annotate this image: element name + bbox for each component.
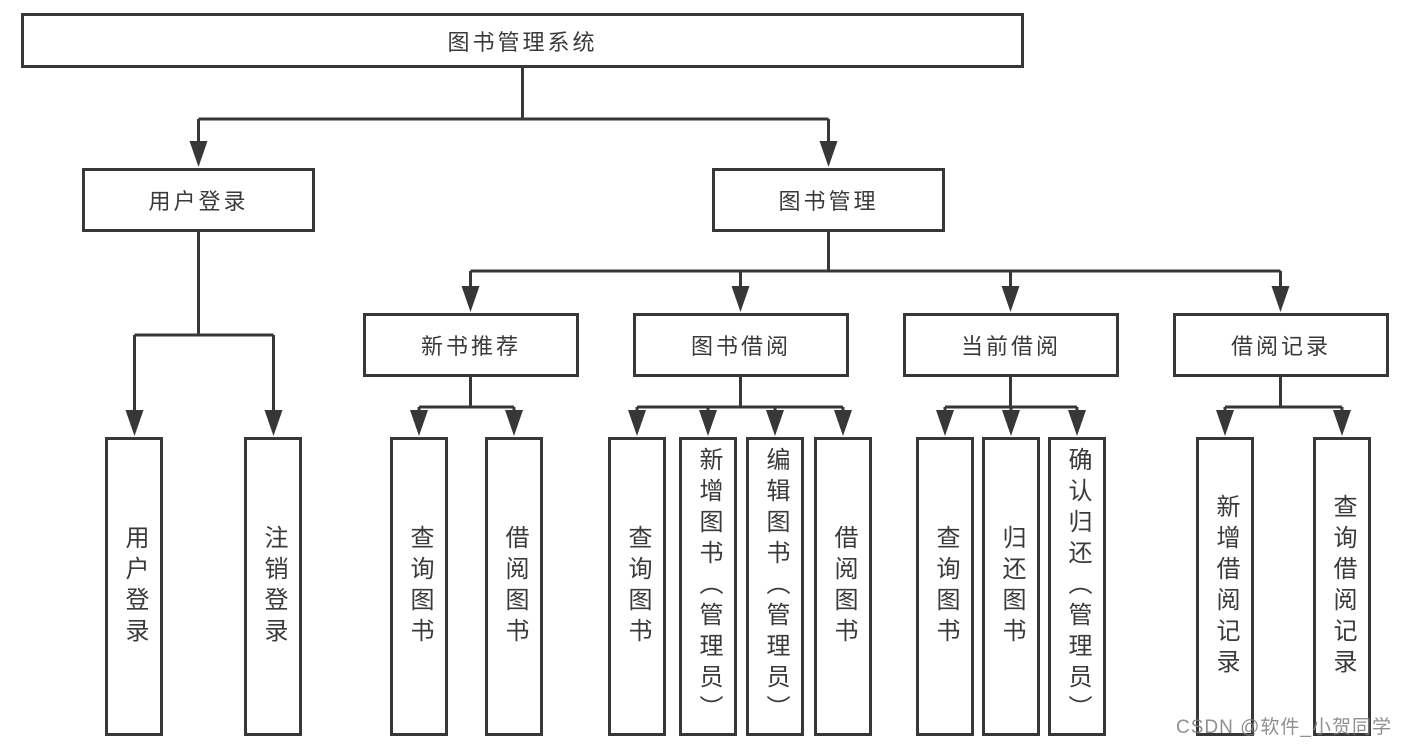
leaf-label: 注销登录 [260, 524, 287, 649]
leaf-borrow-books-newbook: 借阅图书 [485, 437, 543, 736]
leaf-label: 新增借阅记录 [1212, 493, 1239, 680]
leaf-add-books-admin: 新增图书（管理员） [679, 437, 737, 736]
leaf-label: 查询图书 [406, 524, 433, 649]
node-label: 用户登录 [148, 189, 249, 214]
node-new-book-recommend: 新书推荐 [363, 313, 579, 377]
node-label: 图书管理系统 [447, 29, 598, 55]
leaf-borrow-books: 借阅图书 [814, 437, 872, 736]
node-book-management: 图书管理 [712, 168, 945, 232]
node-book-borrow: 图书借阅 [633, 313, 849, 377]
leaf-query-books-current: 查询图书 [916, 437, 974, 736]
leaf-label: 借阅图书 [830, 524, 857, 649]
node-borrow-records: 借阅记录 [1173, 313, 1389, 377]
node-current-borrow: 当前借阅 [903, 313, 1119, 377]
leaf-query-borrow-record: 查询借阅记录 [1313, 437, 1371, 736]
node-label: 当前借阅 [960, 334, 1061, 359]
leaf-confirm-return-admin: 确认归还（管理员） [1048, 437, 1106, 736]
leaf-query-books-borrow: 查询图书 [608, 437, 666, 736]
leaf-edit-books-admin: 编辑图书（管理员） [746, 437, 804, 736]
leaf-label: 确认归还（管理员） [1064, 447, 1091, 726]
node-label: 借阅记录 [1230, 334, 1331, 359]
node-user-login: 用户登录 [82, 168, 315, 232]
leaf-label: 查询借阅记录 [1329, 493, 1356, 680]
leaf-label: 查询图书 [624, 524, 651, 649]
leaf-label: 查询图书 [932, 524, 959, 649]
leaf-label: 用户登录 [121, 524, 148, 649]
csdn-watermark: CSDN @软件_小贺同学 [1176, 717, 1392, 738]
leaf-label: 归还图书 [998, 524, 1025, 649]
leaf-label: 新增图书（管理员） [695, 447, 722, 726]
node-label: 新书推荐 [420, 334, 521, 359]
leaf-user-login: 用户登录 [105, 437, 163, 736]
node-label: 图书管理 [778, 189, 879, 214]
leaf-label: 借阅图书 [501, 524, 528, 649]
leaf-label: 编辑图书（管理员） [762, 447, 789, 726]
leaf-add-borrow-record: 新增借阅记录 [1196, 437, 1254, 736]
node-label: 图书借阅 [690, 334, 791, 359]
node-library-management-system: 图书管理系统 [21, 13, 1024, 68]
leaf-logout: 注销登录 [244, 437, 302, 736]
leaf-return-books: 归还图书 [982, 437, 1040, 736]
leaf-query-books-newbook: 查询图书 [390, 437, 448, 736]
